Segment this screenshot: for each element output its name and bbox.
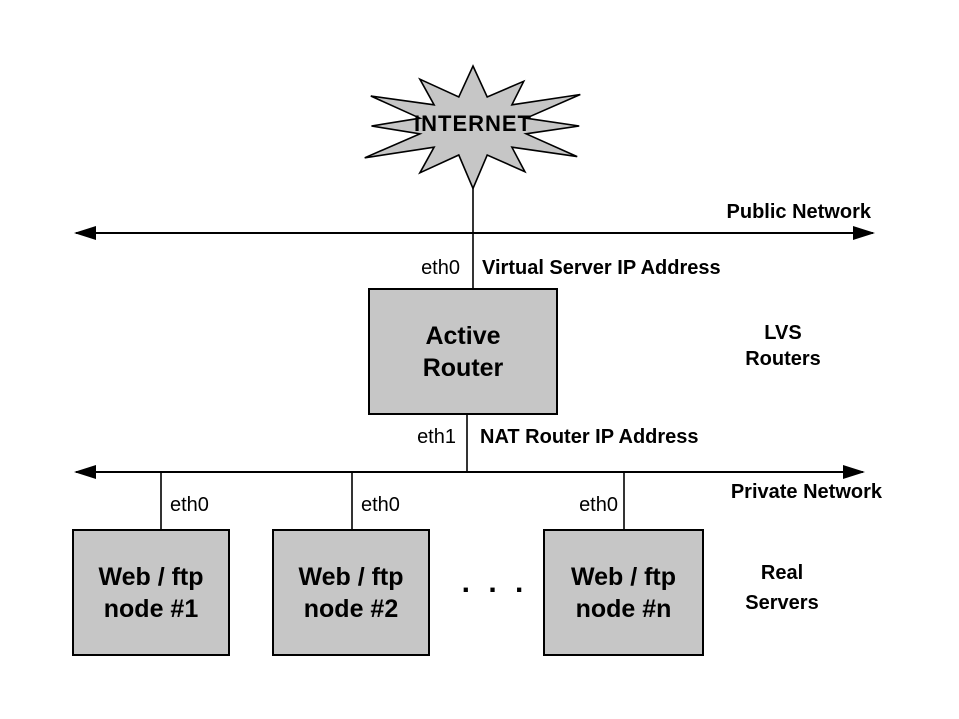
lvs-routers-line2: Routers [745,348,821,370]
node1-line1: Web / ftp [98,562,204,591]
internet-cloud [364,64,581,191]
active-router-line1: Active [425,321,501,350]
internet-label: INTERNET [414,111,532,136]
router-eth0-label: eth0 [421,257,460,279]
lvs-routers-label: LVS Routers [708,320,858,372]
lvs-routers-line1: LVS [764,322,802,344]
active-router-line2: Router [422,353,504,382]
real-servers-line1: Real [760,562,804,584]
node1-eth0-label: eth0 [170,494,209,516]
web-ftp-node2-box: Web / ftp node #2 [272,529,430,656]
node2-eth0-label: eth0 [361,494,400,516]
virtual-server-ip-label: Virtual Server IP Address [482,257,721,279]
router-eth1-label: eth1 [417,426,456,448]
noden-line2: node #n [575,594,672,623]
real-servers-line2: Servers [745,592,819,614]
private-network-label: Private Network [730,481,882,503]
node2-line2: node #2 [303,594,399,623]
internet-starburst [364,64,581,191]
web-ftp-node1-box: Web / ftp node #1 [72,529,230,656]
real-servers-label: Real Servers [707,558,857,618]
noden-line1: Web / ftp [570,562,677,591]
node1-line2: node #1 [103,594,199,623]
more-nodes-ellipsis: . . . [461,566,529,599]
node2-line1: Web / ftp [298,562,404,591]
web-ftp-noden-box: Web / ftp node #n [543,529,704,656]
noden-eth0-label: eth0 [579,494,618,516]
nat-router-ip-label: NAT Router IP Address [480,426,699,448]
public-network-label: Public Network [726,201,871,223]
active-router-box: Active Router [368,288,558,415]
